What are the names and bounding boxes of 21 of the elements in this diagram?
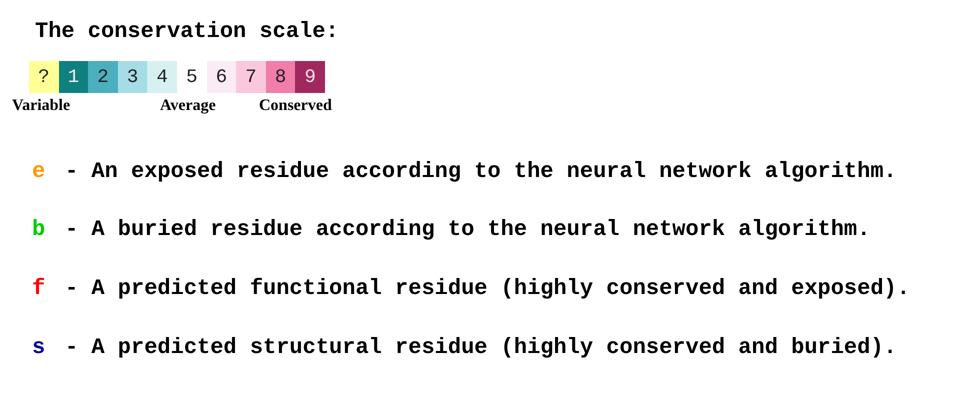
conservation-grade-swatch: 7 [236, 61, 266, 93]
conservation-grade-swatch: 4 [147, 61, 177, 93]
residue-code-letter: b [32, 219, 46, 241]
conservation-grade-swatch: 6 [206, 61, 236, 93]
conservation-grade-swatch: 2 [88, 61, 118, 93]
scale-label: Conserved [259, 97, 332, 115]
scale-label: Variable [12, 97, 70, 115]
residue-code-description: - A predicted structural residue (highly conserved and buried). [65, 337, 897, 359]
conservation-grade-swatch: 1 [58, 61, 88, 93]
scale-heading: The conservation scale: [35, 21, 339, 43]
scale-label: Average [160, 97, 216, 115]
residue-code-description: - An exposed residue according to the neural network algorithm. [65, 161, 897, 183]
residue-code-description: - A buried residue according to the neural network algorithm. [65, 219, 870, 241]
residue-code-letter: s [32, 337, 46, 359]
conservation-grade-swatch: 8 [266, 61, 296, 93]
conservation-grade-swatch: ? [29, 61, 59, 93]
conservation-grade-swatch: 3 [118, 61, 148, 93]
residue-code-letter: e [32, 161, 46, 183]
residue-code-letter: f [32, 278, 46, 300]
residue-code-description: - A predicted functional residue (highly conserved and exposed). [65, 278, 910, 300]
conservation-grade-swatch: 9 [295, 61, 325, 93]
